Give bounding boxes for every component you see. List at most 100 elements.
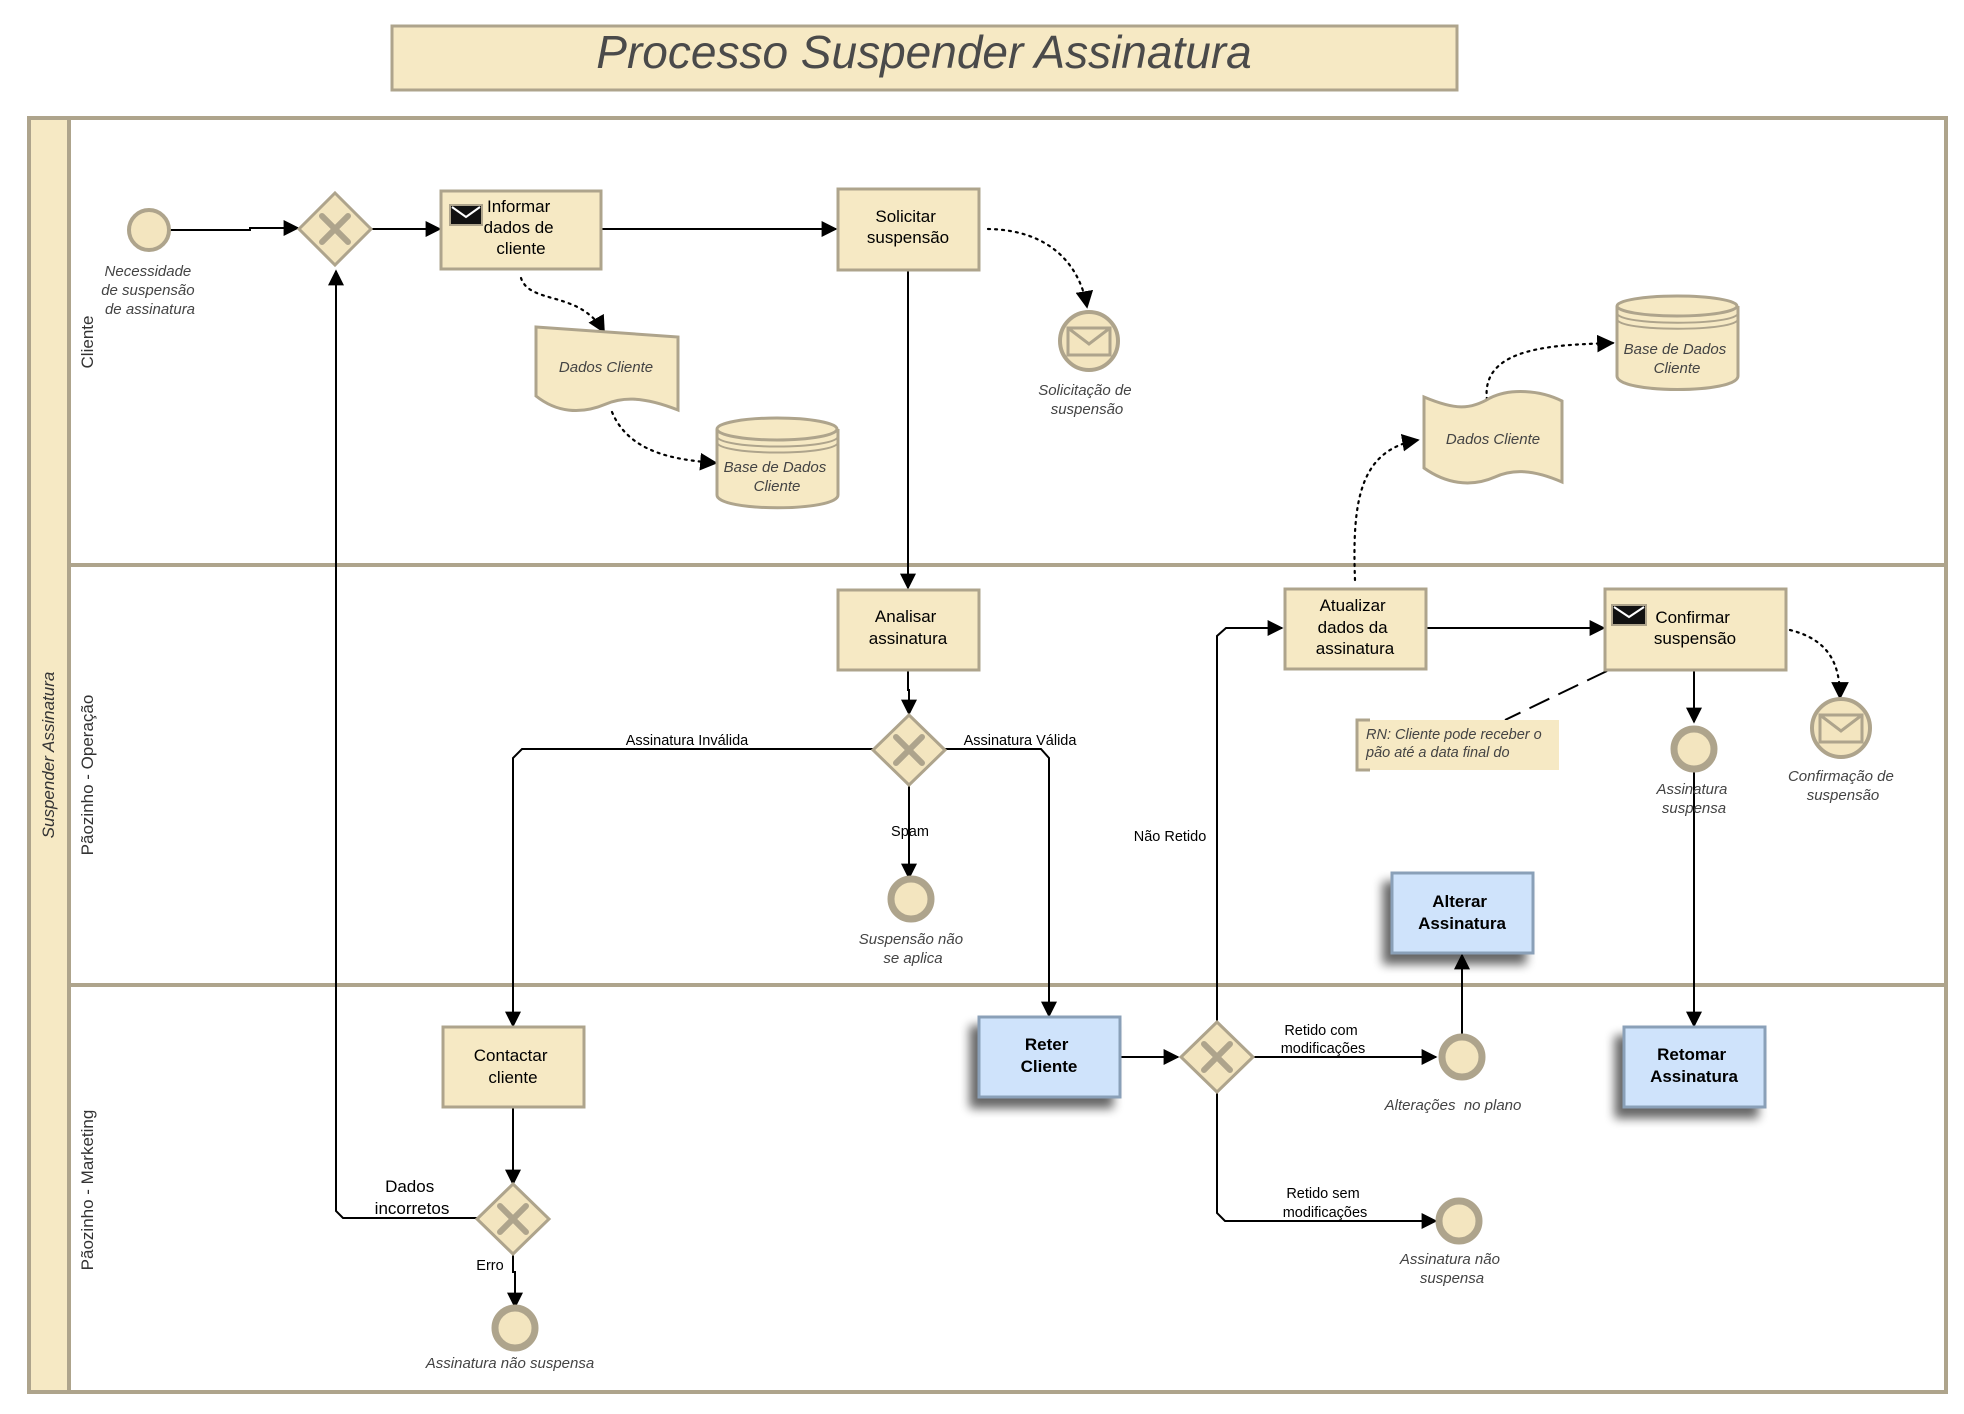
end-event-alteracoes: Alterações no plano xyxy=(1384,1033,1522,1114)
flow-label-nao-retido: Não Retido xyxy=(1134,829,1207,845)
end-event-nao-aplica: Suspensão não se aplica xyxy=(859,875,967,967)
svg-text:Alterar Assinatura: Alterar Assinatura xyxy=(1418,892,1506,933)
message-event-confirmacao: Confirmação de suspensão xyxy=(1788,697,1894,804)
flow-erro xyxy=(507,1254,523,1309)
page-title: Processo Suspender Assinatura xyxy=(596,26,1251,78)
start-event-label-1: Necessidade xyxy=(105,263,192,280)
doc-2-label: Dados Cliente xyxy=(1446,431,1540,448)
end-event-nao-suspensa-1: Assinatura não suspensa xyxy=(1399,1197,1504,1287)
flow-label-dados-incorretos-2: incorretos xyxy=(375,1199,450,1218)
gateway-entry xyxy=(296,190,374,268)
flow-label-erro: Erro xyxy=(476,1258,503,1274)
task-reter-cliente[interactable]: Reter Cliente xyxy=(977,1015,1122,1099)
task-confirmar-suspensao[interactable]: Confirmar suspensão xyxy=(1603,587,1788,672)
task-alterar-label-1: Alterar xyxy=(1432,892,1487,911)
assoc-doc-to-db-2 xyxy=(1485,334,1615,402)
task-contactar-cliente[interactable]: Contactar cliente xyxy=(441,1025,586,1109)
svg-text:Assinatura suspensa: Assinatura suspensa xyxy=(1655,781,1731,817)
svg-text:Reter Cliente: Reter Cliente xyxy=(1021,1035,1078,1076)
flow-analisar-to-gateway xyxy=(901,671,917,716)
exclusive-x-icon xyxy=(497,1203,529,1235)
end-alteracoes-label: Alterações no plano xyxy=(1384,1097,1522,1114)
assoc-note xyxy=(1504,670,1608,721)
task-solicitar-label-2: suspensão xyxy=(867,228,949,247)
end-suspensa-label-1: Assinatura xyxy=(1655,781,1727,798)
assoc-confirmar-to-msg xyxy=(1788,628,1849,700)
svg-text:Contactar cliente: Contactar cliente xyxy=(474,1046,552,1087)
start-event-label-2: de suspensão xyxy=(101,282,194,299)
note-label-1: RN: Cliente pode receber o xyxy=(1366,727,1542,743)
gateway-analise xyxy=(870,712,948,788)
flow-valida xyxy=(945,748,1057,1018)
assoc-informar-to-doc xyxy=(519,276,606,334)
end-nao-suspensa-1-label-1: Assinatura não xyxy=(1399,1251,1500,1268)
flow-label-dados-incorretos-1: Dados xyxy=(385,1177,434,1196)
flow-invalida xyxy=(505,748,873,1028)
svg-text:Dados incorretos: Dados incorretos xyxy=(375,1177,450,1218)
associations xyxy=(519,227,1849,721)
db-1-label-2: Cliente xyxy=(754,478,801,495)
msg-confirmacao-label-1: Confirmação de xyxy=(1788,768,1894,785)
message-event-solicitacao: Solicitação de suspensão xyxy=(1038,310,1132,418)
db-2-label-1: Base de Dados xyxy=(1624,341,1727,358)
exclusive-x-icon xyxy=(1201,1041,1233,1073)
svg-text:Retomar Assinatura: Retomar Assinatura xyxy=(1650,1045,1738,1086)
task-contactar-label-1: Contactar xyxy=(474,1046,548,1065)
end-nao-aplica-label-1: Suspensão não xyxy=(859,931,963,948)
task-analisar-label-1: Analisar xyxy=(875,607,937,626)
task-informar-label-3: cliente xyxy=(496,239,545,258)
note-regra-negocio: RN: Cliente pode receber o pão até a dat… xyxy=(1355,718,1559,772)
gateway-contato xyxy=(474,1181,552,1257)
task-alterar-assinatura[interactable]: Alterar Assinatura xyxy=(1390,871,1535,955)
task-solicitar-label-1: Solicitar xyxy=(875,207,936,226)
title-banner: Processo Suspender Assinatura xyxy=(390,24,1459,92)
svg-text:Analisar assinatura: Analisar assinatura xyxy=(869,607,948,648)
start-event-label-3: de assinatura xyxy=(105,301,195,318)
flow-label-retido-com-1: Retido com xyxy=(1284,1023,1357,1039)
exclusive-x-icon xyxy=(319,213,351,245)
task-retomar-assinatura[interactable]: Retomar Assinatura xyxy=(1622,1025,1767,1109)
task-informar-label-2: dados de xyxy=(484,218,554,237)
flow-start-to-gateway xyxy=(169,220,300,236)
task-reter-label-1: Reter xyxy=(1025,1035,1069,1054)
task-analisar-assinatura[interactable]: Analisar assinatura xyxy=(836,588,981,672)
task-reter-label-2: Cliente xyxy=(1021,1057,1078,1076)
database-1: Base de Dados Cliente xyxy=(715,416,840,510)
task-confirmar-label-2: suspensão xyxy=(1654,629,1736,648)
envelope-icon xyxy=(449,204,483,226)
end-event-suspensa: Assinatura suspensa xyxy=(1655,725,1731,817)
exclusive-x-icon xyxy=(893,734,925,766)
flow-label-retido-com-2: modificações xyxy=(1281,1041,1366,1057)
end-suspensa-label-2: suspensa xyxy=(1662,800,1726,817)
db-2-label-2: Cliente xyxy=(1654,360,1701,377)
end-event-nao-suspensa-2: Assinatura não suspensa xyxy=(425,1304,594,1372)
task-solicitar-suspensao[interactable]: Solicitar suspensão xyxy=(836,187,981,272)
end-nao-aplica-label-2: se aplica xyxy=(883,950,942,967)
assoc-solicitar-to-msg xyxy=(986,227,1094,309)
task-retomar-label-2: Assinatura xyxy=(1650,1067,1738,1086)
msg-solicitacao-label-1: Solicitação de xyxy=(1038,382,1131,399)
document-dados-cliente-2: Dados Cliente xyxy=(1422,390,1564,485)
svg-text:Base de Dados Cliente: Base de Dados Cliente xyxy=(1624,341,1731,377)
note-label-2: pão até a data final do xyxy=(1365,745,1510,761)
task-confirmar-label-1: Confirmar xyxy=(1655,608,1730,627)
svg-text:Suspensão não se aplica: Suspensão não se aplica xyxy=(859,931,967,967)
task-atualizar-dados[interactable]: Atualizar dados da assinatura xyxy=(1283,587,1428,671)
document-dados-cliente-1: Dados Cliente xyxy=(534,325,680,413)
task-retomar-label-1: Retomar xyxy=(1657,1045,1726,1064)
task-alterar-label-2: Assinatura xyxy=(1418,914,1506,933)
svg-text:Retido com modificações: Retido com modificações xyxy=(1281,1023,1366,1057)
flow-label-valida: Assinatura Válida xyxy=(964,733,1078,749)
svg-text:Necessidade de suspensão: Necessidade de suspensão de assinatura xyxy=(101,263,199,318)
svg-text:Base de Dados Cliente: Base de Dados Cliente xyxy=(724,459,831,495)
assoc-doc-to-db xyxy=(610,410,718,471)
flow-label-retido-sem-1: Retido sem xyxy=(1286,1186,1359,1202)
task-informar-dados[interactable]: Informar dados de cliente xyxy=(439,189,603,271)
svg-text:Assinatura não suspensa: Assinatura não suspensa xyxy=(1399,1251,1504,1287)
envelope-icon xyxy=(1611,604,1647,626)
flow-dados-incorretos xyxy=(328,269,477,1219)
end-nao-suspensa-1-label-2: suspensa xyxy=(1420,1270,1484,1287)
flow-label-invalida: Assinatura Inválida xyxy=(626,733,749,749)
db-1-label-1: Base de Dados xyxy=(724,459,827,476)
